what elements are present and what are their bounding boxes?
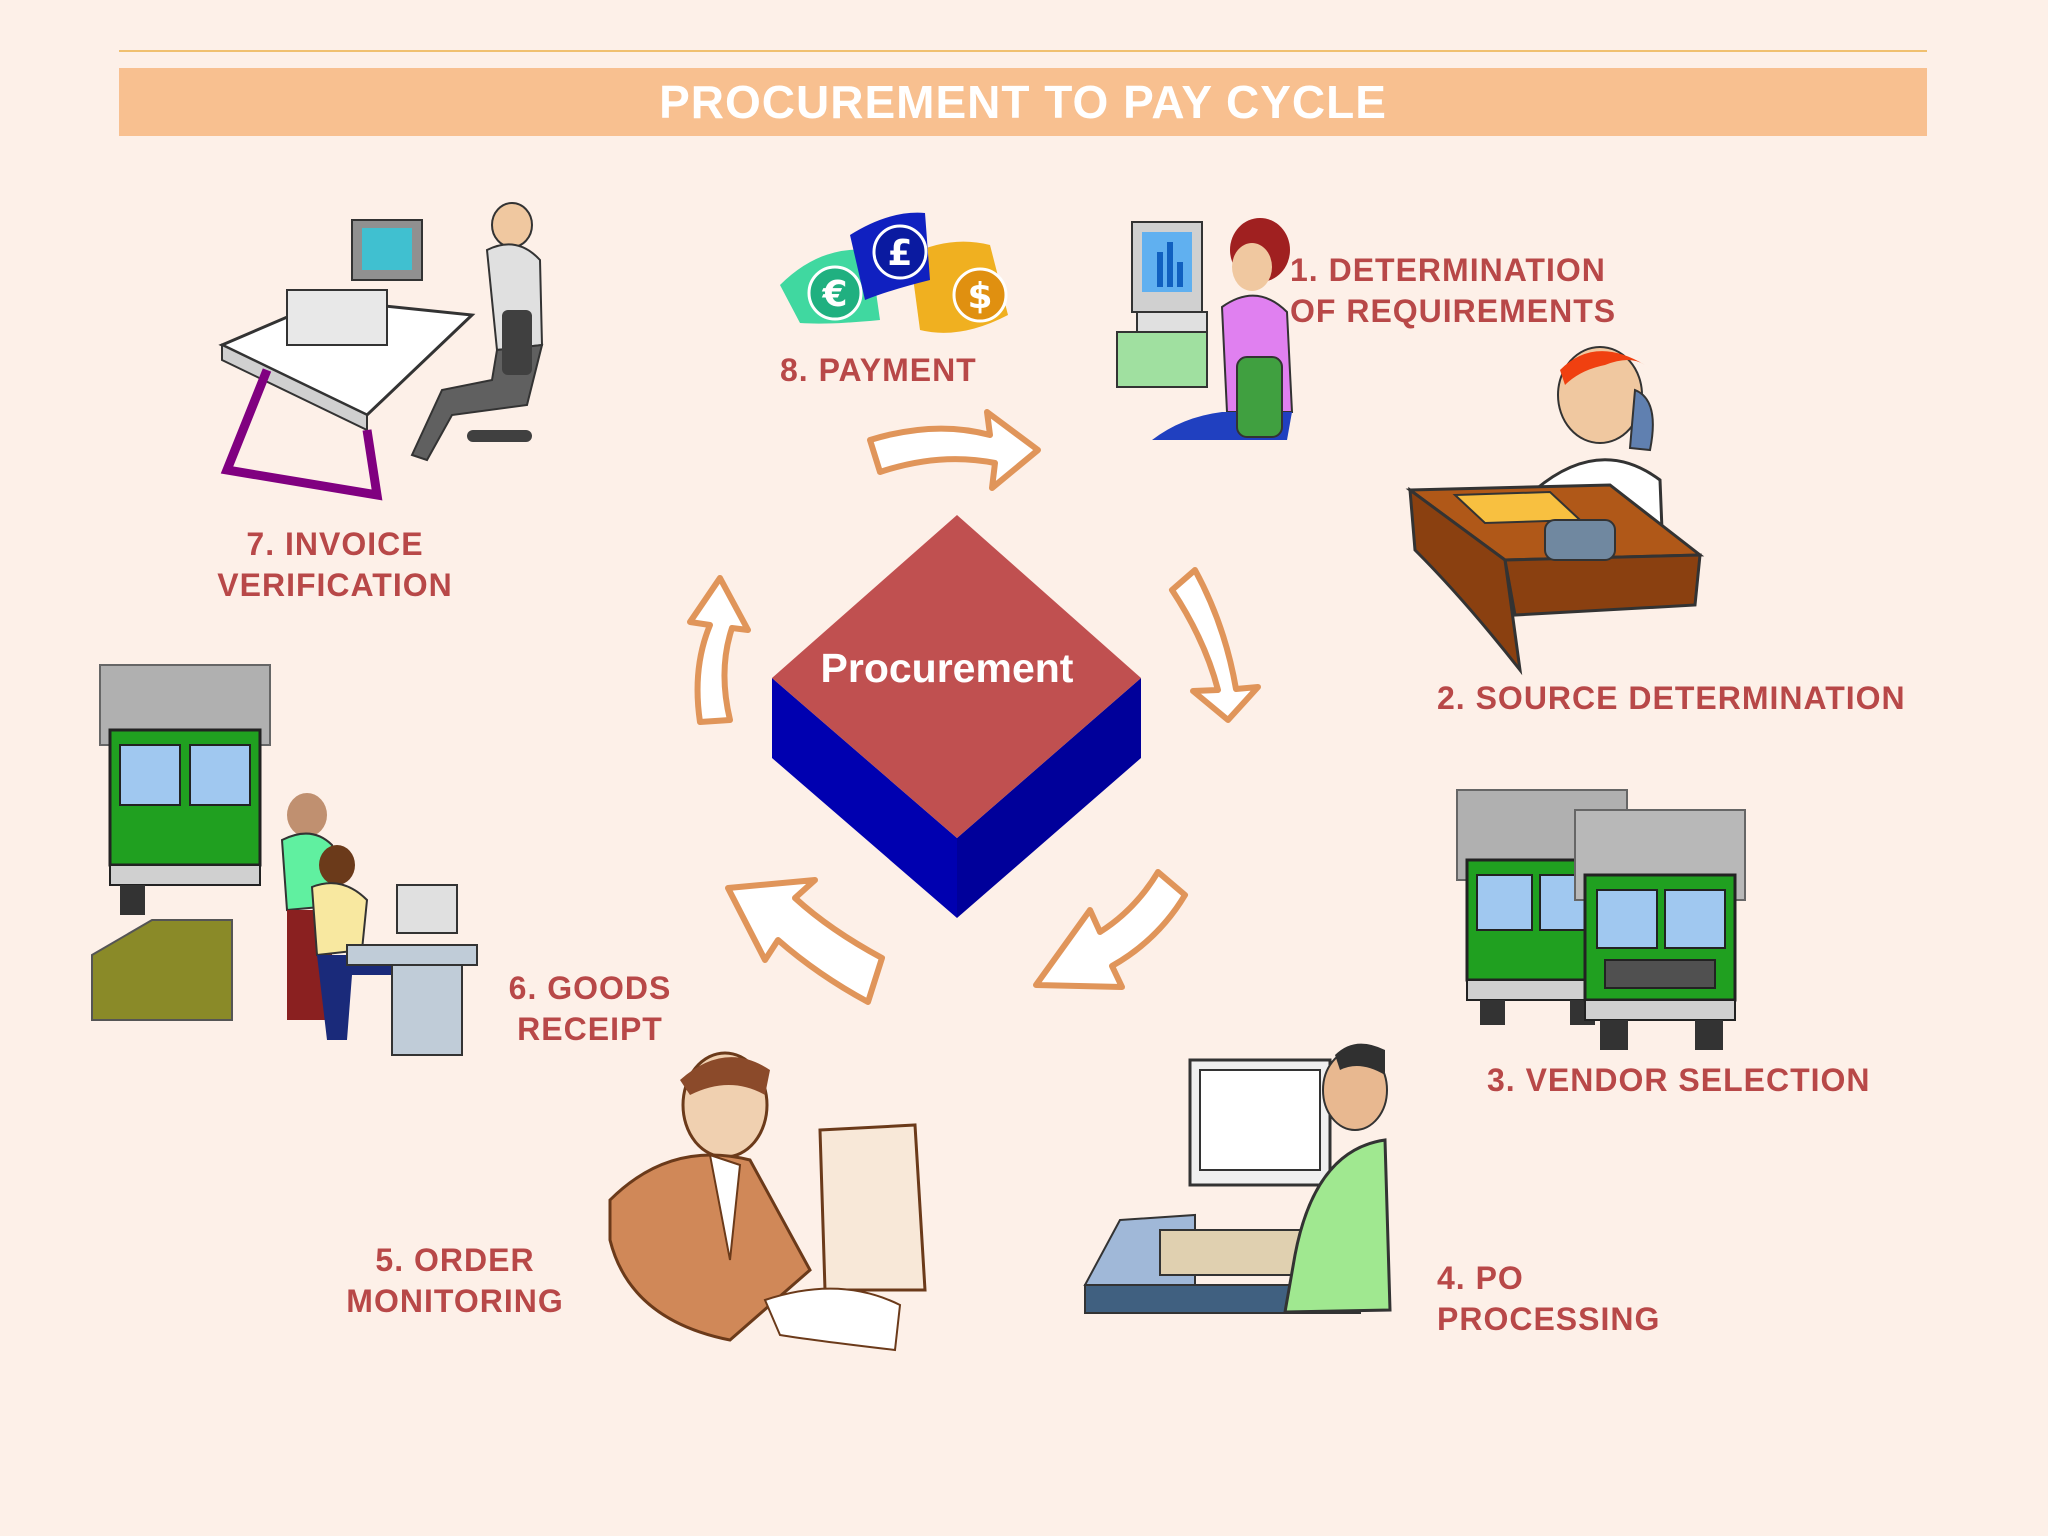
step-5-label: 5. ORDER MONITORING [346,1242,564,1319]
step-1-label: 1. DETERMINATION OF REQUIREMENTS [1290,252,1617,329]
top-rule [119,50,1927,52]
step-2-label: 2. SOURCE DETERMINATION [1437,680,1906,716]
euro-symbol: € [821,274,847,315]
euro-coin: € [780,249,880,324]
diamond-left-face [772,678,957,918]
currency-coins-icon: € $ £ [780,212,1008,333]
man-at-computer-icon [1083,1043,1392,1314]
dollar-symbol: $ [967,276,992,317]
step-6-label: 6. GOODS RECEIPT [508,970,672,1047]
title-banner: PROCUREMENT TO PAY CYCLE [119,68,1927,136]
diamond-right-face [957,678,1141,918]
diamond-top-face [772,515,1141,838]
businessman-at-computer-icon [608,1051,927,1352]
truck-front [1574,809,1746,1050]
step-7-label: 7. INVOICE VERIFICATION [217,526,453,603]
arrow-requirements-to-source [1169,567,1261,723]
pound-coin: £ [850,212,930,300]
step-3-label: 3. VENDOR SELECTION [1487,1062,1871,1098]
man-on-phone-at-desk-icon [1405,346,1705,676]
procurement-diamond: Procurement [772,515,1141,918]
arrow-payment-to-requirements [867,409,1041,491]
arrow-vendor-to-monitoring [725,877,885,1005]
arrow-source-to-vendor [1033,869,1188,990]
woman-at-computer-icon [1116,218,1294,440]
man-at-workstation-icon [218,202,544,501]
dollar-coin: $ [910,241,1008,333]
step-4-label: 4. PO PROCESSING [1437,1260,1661,1337]
arrow-monitoring-to-receipt [687,575,751,725]
two-green-trucks-icon [1456,789,1746,1050]
truck-and-workers-icon [91,664,478,1056]
page-title: PROCUREMENT TO PAY CYCLE [659,76,1387,128]
pound-symbol: £ [887,233,912,274]
center-label: Procurement [821,645,1074,691]
step-8-label: 8. PAYMENT [780,352,977,388]
